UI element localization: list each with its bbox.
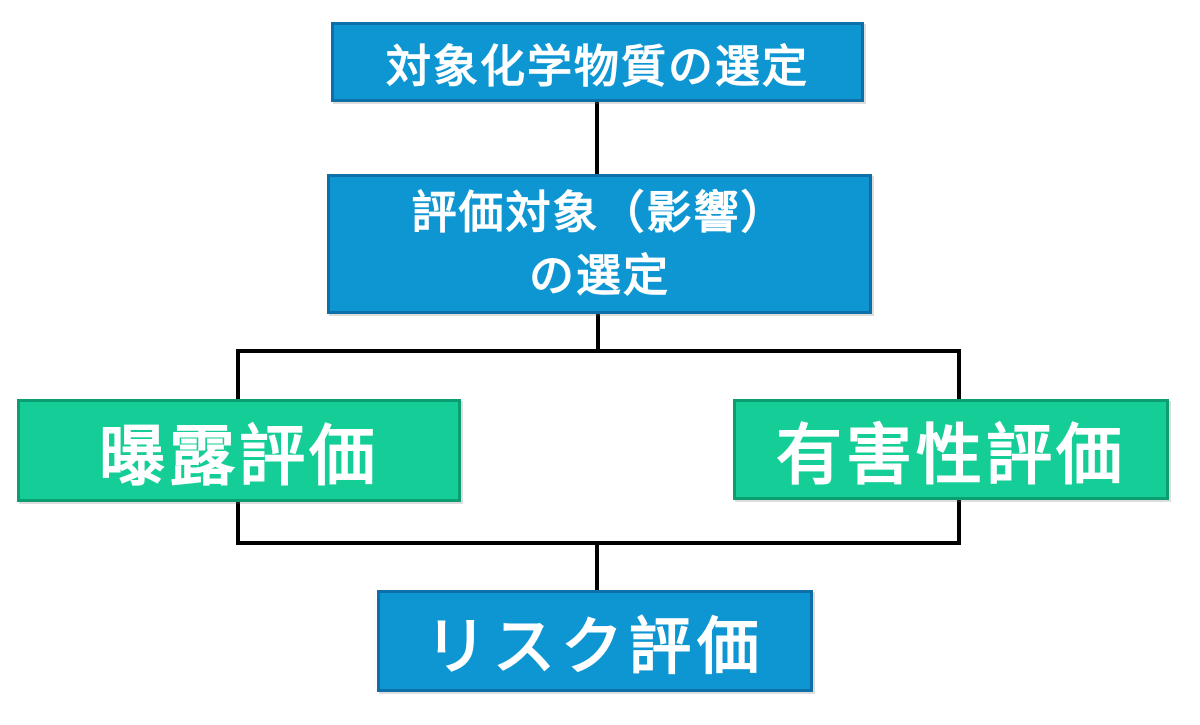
node-risk-assessment: リスク評価 (377, 590, 813, 692)
node-evaluation-target-selection-label-line2: の選定 (528, 250, 670, 301)
connector-branch-horizontal (236, 349, 961, 353)
node-hazard-assessment-label: 有害性評価 (776, 417, 1126, 492)
node-target-chemical-selection-label: 対象化学物質の選定 (385, 40, 809, 92)
node-risk-assessment-label: リスク評価 (424, 613, 765, 682)
connector-hazard-to-merge (957, 499, 961, 545)
connector-line-top-to-second (595, 101, 599, 176)
connector-exposure-to-merge (236, 499, 240, 545)
node-exposure-assessment-label: 曝露評価 (99, 418, 379, 493)
node-target-chemical-selection: 対象化学物質の選定 (331, 22, 864, 102)
node-evaluation-target-selection-label-line1: 評価対象（影響） (411, 187, 788, 238)
node-hazard-assessment: 有害性評価 (733, 399, 1169, 500)
node-exposure-assessment: 曝露評価 (17, 399, 461, 502)
connector-line-second-to-branch (596, 311, 600, 353)
connector-branch-to-exposure (236, 349, 240, 402)
connector-branch-to-hazard (957, 349, 961, 402)
node-evaluation-target-selection: 評価対象（影響） の選定 (327, 174, 872, 314)
connector-merge-to-risk (595, 541, 599, 593)
